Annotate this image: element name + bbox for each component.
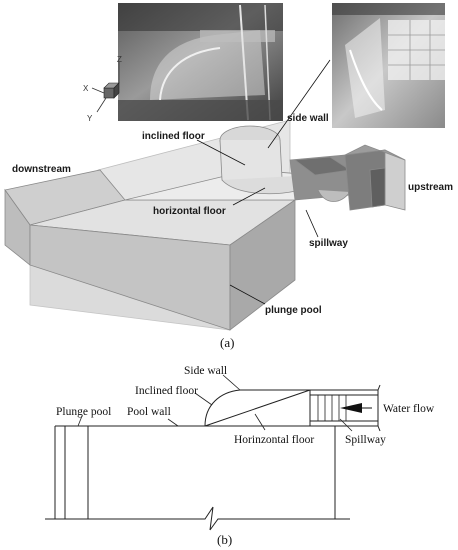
label-inclined-floor-b: Inclined floor: [135, 385, 198, 397]
panel-a: Z X Y: [4, 3, 453, 350]
label-downstream: downstream: [12, 164, 71, 175]
label-inclined-floor-a: inclined floor: [142, 131, 205, 142]
label-plunge-pool-a: plunge pool: [265, 305, 322, 316]
label-upstream: upstream: [408, 182, 453, 193]
label-horizontal-floor-b: Horinzontal floor: [234, 434, 314, 446]
label-water-flow: Water flow: [383, 403, 435, 415]
caption-a: (a): [220, 335, 234, 350]
label-side-wall-b: Side wall: [184, 365, 227, 377]
label-plunge-pool-b: Plunge pool: [56, 406, 111, 418]
leader-lines-a: [196, 59, 331, 305]
caption-b: (b): [217, 532, 232, 547]
leader-lines-b: [77, 374, 353, 432]
axis-triad: Z X Y: [83, 55, 122, 123]
label-side-wall-a: side wall: [287, 113, 329, 124]
axis-z-label: Z: [117, 55, 122, 64]
axis-x-label: X: [83, 84, 89, 93]
plan-drawing: [45, 384, 381, 531]
label-pool-wall-b: Pool wall: [127, 406, 171, 418]
model-photo-left: [118, 3, 283, 121]
model-photo-right: [332, 3, 445, 128]
flow-arrow: [340, 403, 362, 413]
panel-b: Side wall Inclined floor Plunge pool Poo…: [45, 365, 435, 547]
model-3d-drawing: [4, 119, 406, 331]
label-spillway-b: Spillway: [345, 434, 386, 446]
axis-y-label: Y: [87, 114, 93, 123]
label-horizontal-floor-a: horizontal floor: [153, 206, 226, 217]
label-spillway-a: spillway: [309, 238, 348, 249]
